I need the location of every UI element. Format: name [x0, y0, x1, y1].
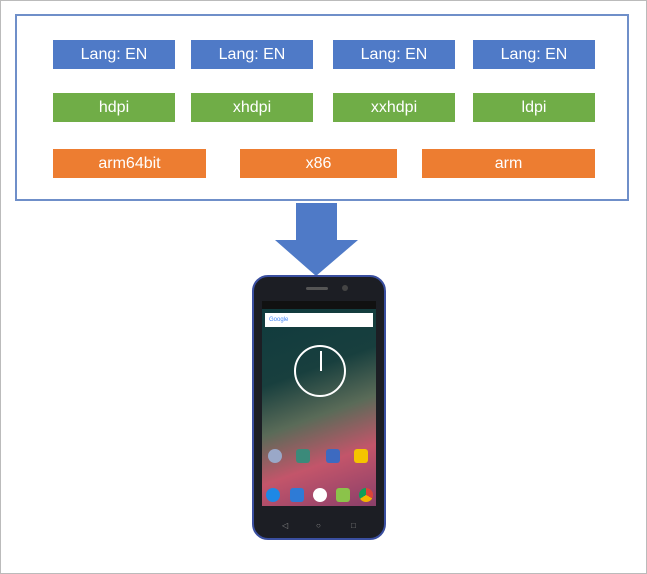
app-icon	[296, 449, 310, 463]
back-nav-icon: ◁	[282, 521, 289, 530]
folder-icon	[354, 449, 368, 463]
density-tag: hdpi	[53, 93, 175, 122]
speaker-grille	[306, 287, 328, 290]
lang-tag: Lang: EN	[53, 40, 175, 69]
home-nav-icon: ○	[316, 521, 321, 530]
contacts-icon	[290, 488, 304, 502]
chrome-icon	[359, 488, 373, 502]
down-arrow-icon	[275, 203, 358, 276]
lang-tag: Lang: EN	[191, 40, 313, 69]
analog-clock-widget	[294, 345, 346, 397]
density-tag: xxhdpi	[333, 93, 455, 122]
lang-tag: Lang: EN	[333, 40, 455, 69]
density-tag: ldpi	[473, 93, 595, 122]
phone-screen: Google	[262, 301, 376, 506]
arch-tag: arm	[422, 149, 595, 178]
front-camera	[342, 285, 348, 291]
arch-tag: arm64bit	[53, 149, 206, 178]
lang-tag: Lang: EN	[473, 40, 595, 69]
density-tag: xhdpi	[191, 93, 313, 122]
arch-tag: x86	[240, 149, 397, 178]
google-search-bar: Google	[265, 313, 373, 327]
build-variants-panel	[15, 14, 629, 201]
app-icon	[268, 449, 282, 463]
phone-device: Google ◁ ○ □	[252, 275, 386, 540]
messaging-icon	[336, 488, 350, 502]
calendar-icon	[326, 449, 340, 463]
google-logo: Google	[269, 317, 289, 323]
recents-nav-icon: □	[351, 521, 356, 530]
status-bar	[262, 301, 376, 309]
phone-icon	[266, 488, 280, 502]
app-drawer-icon	[313, 488, 327, 502]
